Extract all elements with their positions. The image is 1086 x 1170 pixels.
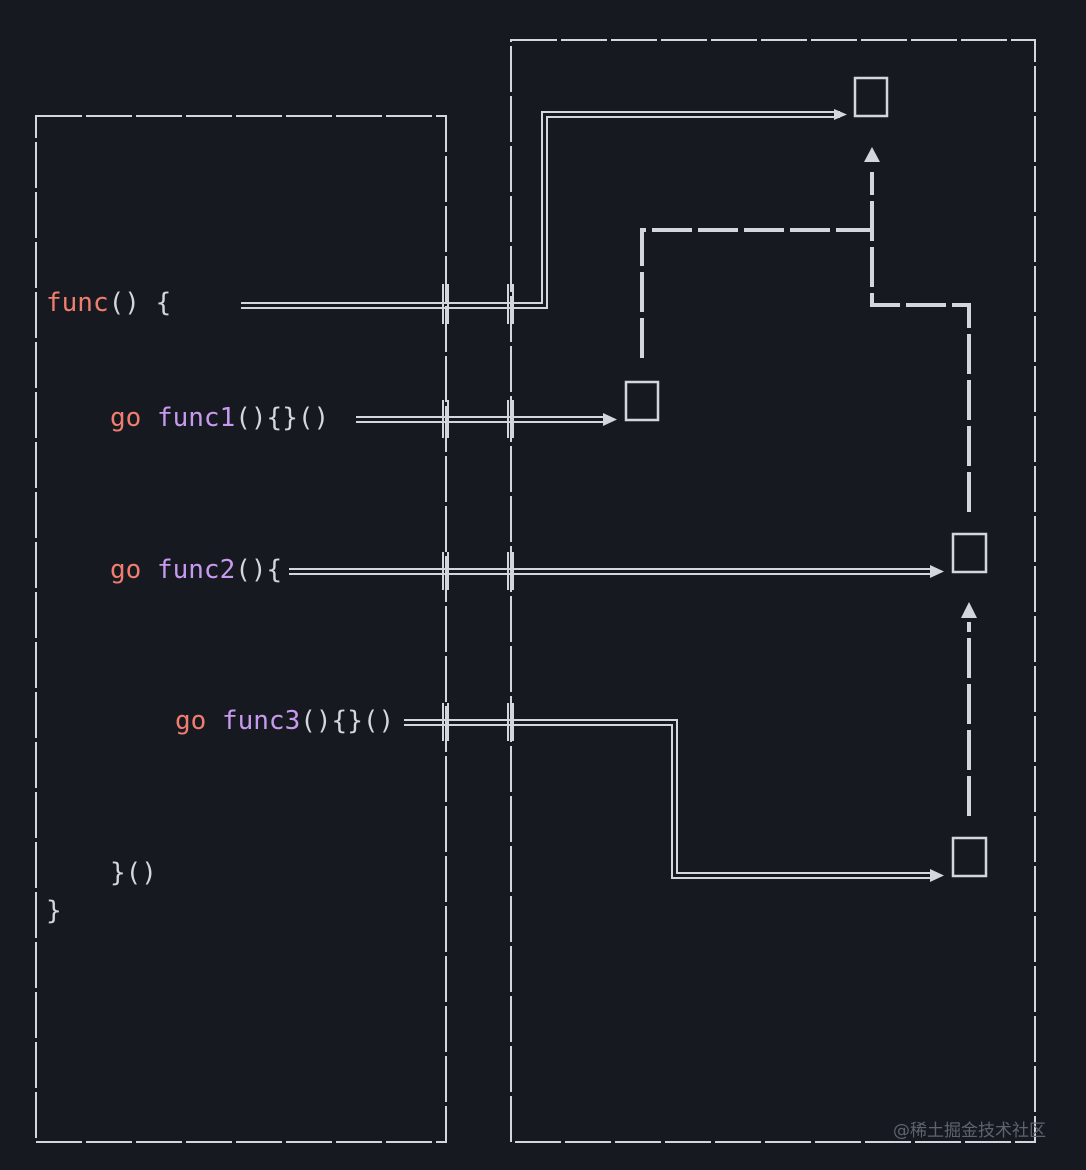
arrow-func3-to-box xyxy=(404,719,944,882)
keyword-go: go xyxy=(110,403,142,433)
code-line-go-func2: go func2(){ xyxy=(110,555,282,585)
keyword-go: go xyxy=(175,706,207,736)
code-line-close: } xyxy=(46,896,62,926)
goroutine-box-func1 xyxy=(624,380,660,422)
arrow-func2-to-box xyxy=(289,565,944,578)
goroutine-box-func3 xyxy=(951,836,988,878)
runtime-box xyxy=(510,39,1036,1143)
up-arrow-mid xyxy=(961,602,977,618)
code-line-go-func3: go func3(){}() xyxy=(175,706,394,736)
code-punctuation: () { xyxy=(108,288,172,318)
arrow-main-to-top-box xyxy=(241,109,847,309)
code-punctuation: }() xyxy=(110,858,157,888)
keyword-func: func xyxy=(46,288,109,318)
up-arrow-top xyxy=(864,147,880,162)
code-box xyxy=(35,115,447,1143)
code-punctuation: (){}() xyxy=(235,403,330,433)
function-name-func2: func2 xyxy=(156,555,236,585)
keyword-go: go xyxy=(110,555,142,585)
function-name-func3: func3 xyxy=(221,706,301,736)
watermark: @稀土掘金技术社区 xyxy=(893,1121,1046,1141)
link-func2-box-to-top xyxy=(870,172,971,512)
code-line-go-func1: go func1(){}() xyxy=(110,403,329,433)
goroutine-box-func2 xyxy=(951,532,988,574)
code-line-invoke: }() xyxy=(110,858,157,888)
arrow-func1-to-box xyxy=(356,413,617,426)
code-punctuation: (){}() xyxy=(300,706,395,736)
goroutine-box-main xyxy=(853,76,889,118)
code-punctuation: (){ xyxy=(235,555,283,585)
function-name-func1: func1 xyxy=(156,403,236,433)
border-crossings xyxy=(442,284,514,741)
code-punctuation: } xyxy=(46,896,62,926)
link-func1-box-to-top xyxy=(640,228,872,358)
code-line-func: func() { xyxy=(46,288,171,318)
